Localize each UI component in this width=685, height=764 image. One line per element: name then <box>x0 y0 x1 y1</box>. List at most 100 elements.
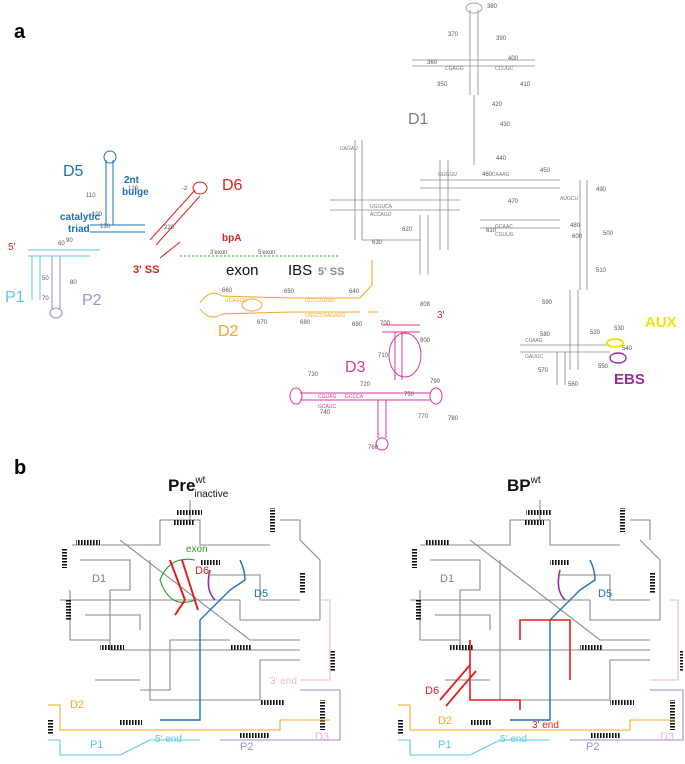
left-three-end-label: 3' end <box>270 676 297 687</box>
svg-text:630: 630 <box>372 240 383 246</box>
d3-right-loop <box>429 387 443 405</box>
right-labels: D1 D5 D6 3' end D2 P1 5' end P2 D3 <box>425 573 674 753</box>
left-d6-label: D6 <box>195 565 209 577</box>
svg-text:AUGCU: AUGCU <box>560 196 578 202</box>
right-d3-label: D3 <box>660 731 674 743</box>
svg-text:790: 790 <box>430 379 441 385</box>
left-d2-path <box>48 704 330 731</box>
exon-label: exon <box>226 262 259 279</box>
svg-text:UGGCCAAGAGG: UGGCCAAGAGG <box>305 313 345 319</box>
svg-text:600: 600 <box>572 234 583 240</box>
d1-stem-490 <box>579 180 588 290</box>
svg-text:780: 780 <box>448 416 459 422</box>
ebs-loop <box>609 352 627 364</box>
svg-text:710: 710 <box>378 353 389 359</box>
svg-text:610: 610 <box>486 228 497 234</box>
left-exon-label: exon <box>186 544 208 555</box>
svg-text:GAUUC: GAUUC <box>525 354 543 360</box>
right-ebs-path <box>557 569 566 601</box>
svg-text:750: 750 <box>404 392 415 398</box>
svg-text:120: 120 <box>128 186 139 192</box>
svg-text:CGUUG: CGUUG <box>495 232 514 238</box>
ibs-label: IBS <box>288 262 312 279</box>
svg-text:70: 70 <box>42 296 49 302</box>
svg-text:740: 740 <box>320 410 331 416</box>
svg-text:470: 470 <box>508 199 519 205</box>
svg-text:580: 580 <box>540 332 551 338</box>
svg-text:450: 450 <box>540 168 551 174</box>
svg-text:390: 390 <box>496 36 507 42</box>
d3-left-loop <box>289 387 303 405</box>
svg-text:770: 770 <box>418 414 429 420</box>
d5-base <box>90 224 145 233</box>
five-prime-label: 5' <box>8 242 16 253</box>
svg-text:CGAGG: CGAGG <box>445 66 464 72</box>
d1-helix-550 <box>520 344 610 353</box>
svg-text:GCAAC: GCAAC <box>495 224 513 230</box>
d1-stem-310 <box>419 215 429 275</box>
right-helix-marks <box>398 508 683 738</box>
aux-loop <box>606 338 624 348</box>
left-d5-label: D5 <box>254 588 268 600</box>
svg-text:220: 220 <box>164 225 175 231</box>
right-p2-path <box>570 689 684 741</box>
right-d2-label: D2 <box>438 715 452 727</box>
d1-helix-270 <box>330 199 460 211</box>
svg-text:690: 690 <box>352 322 363 328</box>
svg-text:720: 720 <box>360 382 371 388</box>
right-d3-path <box>650 599 679 681</box>
d1-label: D1 <box>408 111 429 128</box>
p2-stem <box>51 256 61 310</box>
svg-text:440: 440 <box>496 156 507 162</box>
d2-junction <box>359 260 378 313</box>
right-schematic <box>398 500 684 756</box>
left-d1-paths <box>60 500 321 701</box>
right-d6-helix <box>439 664 477 707</box>
d3-loop <box>388 332 422 378</box>
svg-text:760: 760 <box>368 445 379 451</box>
d3-label: D3 <box>345 359 366 376</box>
right-p1-label: P1 <box>438 739 451 751</box>
right-title: BPwt <box>507 475 541 495</box>
svg-text:480: 480 <box>570 223 581 229</box>
svg-text:730: 730 <box>308 372 319 378</box>
svg-text:UCAGCC: UCAGCC <box>225 298 247 304</box>
five-exon-label: 5'exon <box>258 250 276 256</box>
svg-text:GCCCA: GCCCA <box>345 394 364 400</box>
five-ss-label: 5' SS <box>318 266 344 278</box>
svg-text:410: 410 <box>520 82 531 88</box>
d1-helix-610 <box>480 219 560 229</box>
right-d5-path <box>510 559 596 721</box>
svg-text:350: 350 <box>437 82 448 88</box>
svg-text:590: 590 <box>542 300 553 306</box>
d3-numbers: 700 710 720 730 740 750 760 770 780 790 … <box>308 302 459 451</box>
left-labels: D1 exon D6 D5 3' end D2 P1 5' end P2 D3 <box>70 544 329 753</box>
d2-stem <box>199 292 360 304</box>
right-p2-label: P2 <box>586 741 599 753</box>
left-helix-marks <box>48 508 335 738</box>
d6-branch <box>159 241 181 259</box>
d5-loop <box>103 150 117 164</box>
p2-label: P2 <box>82 292 102 309</box>
three-prime-a: 3' <box>437 310 445 321</box>
d6-loop <box>192 181 208 195</box>
svg-text:540: 540 <box>622 346 633 352</box>
d5-structure <box>90 150 145 233</box>
svg-text:570: 570 <box>538 368 549 374</box>
right-five-end-label: 5' end <box>500 734 527 745</box>
svg-text:520: 520 <box>590 330 601 336</box>
svg-text:670: 670 <box>257 320 268 326</box>
left-exon-path <box>159 558 196 604</box>
d2-structure <box>199 260 378 318</box>
svg-text:700: 700 <box>380 321 391 327</box>
svg-text:CUAAG: CUAAG <box>525 338 543 344</box>
d5-label: D5 <box>63 163 84 180</box>
svg-text:370: 370 <box>448 32 459 38</box>
right-d6-label: D6 <box>425 685 439 697</box>
aux-ebs <box>606 338 627 364</box>
right-d2-path <box>398 704 675 731</box>
d1-left-stem <box>439 160 449 250</box>
d1-numbers: 380 390 400 410 370 360 350 420 430 440 … <box>372 4 633 388</box>
